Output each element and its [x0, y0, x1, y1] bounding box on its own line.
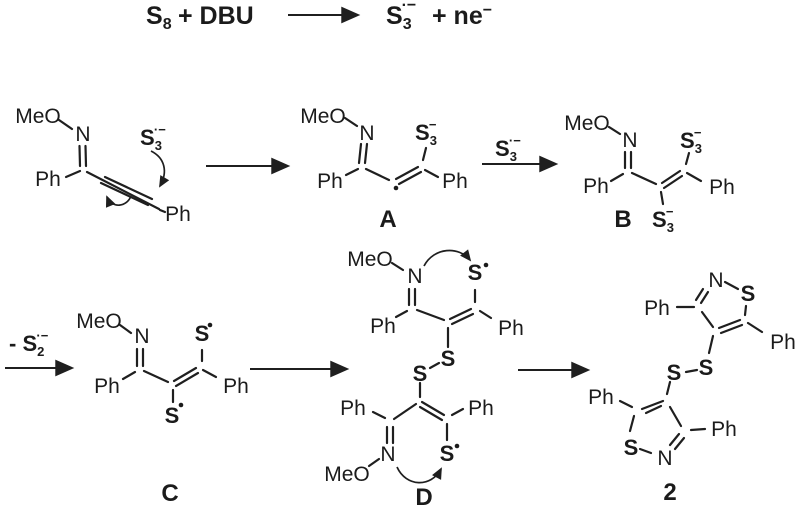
equation-plus-ne: + ne−	[432, 2, 492, 30]
s3-anion-label: S3−	[415, 117, 437, 148]
s2-loss-label: - S2·−	[9, 328, 49, 359]
atom-s-radical-bottom: S	[165, 403, 180, 428]
radical-dot	[178, 402, 184, 408]
equation-s8: S8	[146, 2, 172, 33]
atom-s-radical-top: S	[195, 321, 210, 346]
label-compound-a: A	[379, 206, 396, 233]
equation-row: S8 + DBU S3·− + ne−	[146, 0, 492, 33]
reactant-bonds	[57, 118, 167, 214]
atom-ph-upper-left: Ph	[644, 297, 670, 320]
d-upper-bonds	[390, 261, 493, 370]
s3-anion-top-label: S3−	[680, 125, 702, 156]
structure-product-2: N S Ph Ph S S Ph S N Ph 2	[588, 269, 796, 506]
atom-s-disulfide-upper: S	[441, 346, 456, 371]
p2-lower-ring-bonds	[618, 399, 707, 455]
c-bonds	[118, 323, 218, 404]
atom-meo: MeO	[564, 112, 610, 135]
structure-c: MeO N Ph S S Ph C	[76, 310, 249, 507]
atom-meo: MeO	[15, 105, 61, 128]
equation-s3-radical-anion: S3·−	[386, 0, 416, 33]
atom-ph-left: Ph	[317, 170, 343, 193]
atom-ph-left-lower: Ph	[340, 397, 366, 420]
arrow-a-to-b: S3·−	[482, 133, 559, 173]
radical-dot	[393, 185, 399, 191]
a-bonds	[343, 116, 440, 186]
atom-ph-left: Ph	[35, 168, 61, 191]
atom-ph-right-lower: Ph	[468, 397, 494, 420]
atom-s-lower-ring: S	[624, 435, 639, 460]
atom-ph-left: Ph	[583, 175, 609, 198]
atom-ph-right: Ph	[223, 375, 249, 398]
atom-ph-left: Ph	[94, 375, 120, 398]
s3-anion-bottom-label: S3−	[652, 204, 674, 235]
atom-n: N	[359, 122, 374, 145]
atom-ph-right: Ph	[498, 317, 524, 340]
atom-s-disulfide-right: S	[699, 355, 714, 380]
atom-n: N	[407, 265, 422, 288]
atom-meo: MeO	[300, 105, 346, 128]
atom-ph-right: Ph	[442, 170, 468, 193]
p2-upper-ring-bonds	[675, 280, 764, 355]
atom-ph-lower-right: Ph	[711, 418, 737, 441]
curved-arrow-alkyne-electrons	[105, 195, 132, 208]
atom-n: N	[134, 325, 149, 348]
s3-radical-anion-label: S3·−	[495, 133, 521, 164]
radical-dot	[454, 443, 460, 449]
arrow-to-c: - S2·−	[5, 328, 75, 377]
d-lower-bonds	[367, 381, 465, 468]
structure-d: MeO N Ph Ph S S S Ph Ph N MeO S D	[324, 248, 524, 509]
atom-s-disulfide-lower: S	[413, 361, 428, 386]
atom-n-upper-ring: N	[708, 269, 723, 292]
s3-radical-anion-label: S3·−	[140, 122, 166, 153]
atom-meo: MeO	[76, 310, 122, 333]
label-compound-2: 2	[663, 479, 676, 506]
curved-arrow-s3-attack	[150, 150, 170, 188]
structure-reactant: MeO N Ph Ph S3·−	[15, 105, 191, 226]
atom-n-lower: N	[380, 443, 395, 466]
b-bonds	[607, 125, 703, 206]
radical-dot	[483, 262, 489, 268]
atom-s-upper-ring: S	[741, 281, 756, 306]
atom-n-lower-ring: N	[657, 447, 672, 470]
label-compound-b: B	[614, 206, 631, 233]
atom-s-radical-lower: S	[440, 441, 455, 466]
atom-ph-alkyne: Ph	[165, 203, 191, 226]
atom-s-radical-upper: S	[468, 260, 483, 285]
curved-arrow-n-to-s-upper	[423, 249, 472, 267]
curved-arrow-n-to-s-lower	[396, 466, 442, 484]
label-compound-d: D	[415, 484, 432, 509]
p2-disulfide-bonds	[665, 368, 699, 396]
atom-ph-lower-left: Ph	[588, 386, 614, 409]
atom-meo: MeO	[347, 248, 393, 271]
atom-meo-lower: MeO	[324, 463, 370, 486]
atom-ph-upper-right: Ph	[770, 331, 796, 354]
atom-s-disulfide-left: S	[667, 360, 682, 385]
equation-plus-dbu: + DBU	[178, 2, 254, 30]
atom-n: N	[75, 123, 90, 146]
label-compound-c: C	[161, 480, 178, 507]
atom-n: N	[622, 129, 637, 152]
structure-b: MeO N Ph Ph S3− S3− B	[564, 112, 735, 235]
atom-ph-right: Ph	[709, 176, 735, 199]
atom-ph-left: Ph	[370, 315, 396, 338]
radical-dot	[207, 322, 213, 328]
structure-a: MeO N Ph Ph S3− A	[300, 105, 468, 233]
